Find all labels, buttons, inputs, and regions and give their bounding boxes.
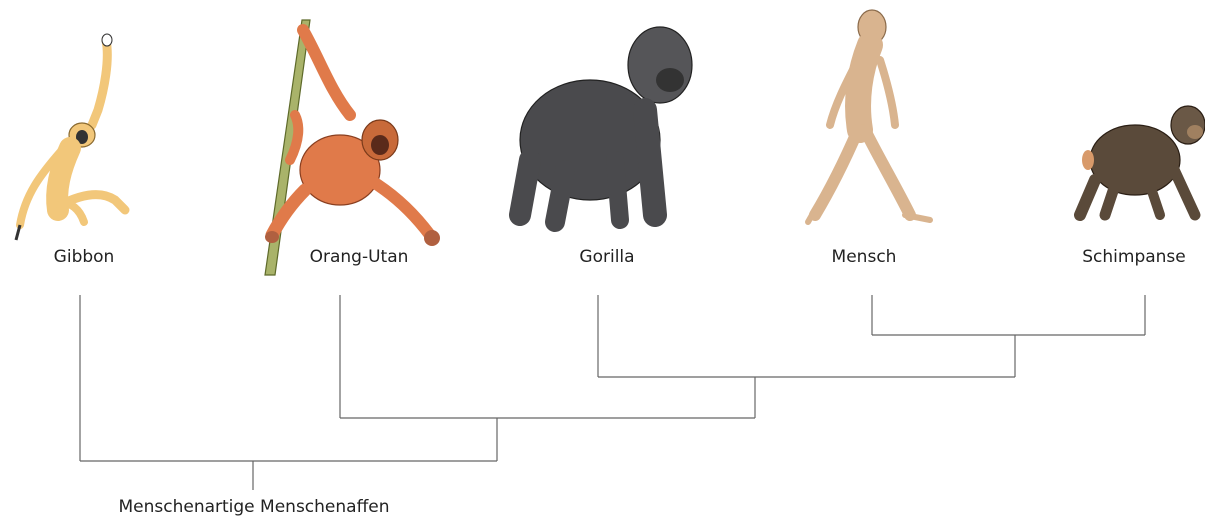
taxon-label-mensch: Mensch [832, 247, 897, 267]
gorilla-icon [520, 27, 692, 222]
cladogram-lines [80, 295, 1145, 490]
taxon-label-orang-utan: Orang-Utan [310, 247, 409, 267]
gibbon-icon [16, 34, 125, 240]
human-icon [808, 10, 930, 222]
taxon-label-schimpanse: Schimpanse [1082, 247, 1186, 267]
taxon-label-gibbon: Gibbon [54, 247, 115, 267]
orangutan-icon [265, 20, 440, 275]
chimpanzee-icon [1080, 106, 1205, 215]
taxon-label-gorilla: Gorilla [579, 247, 634, 267]
root-label: Menschenartige Menschenaffen [118, 497, 389, 517]
